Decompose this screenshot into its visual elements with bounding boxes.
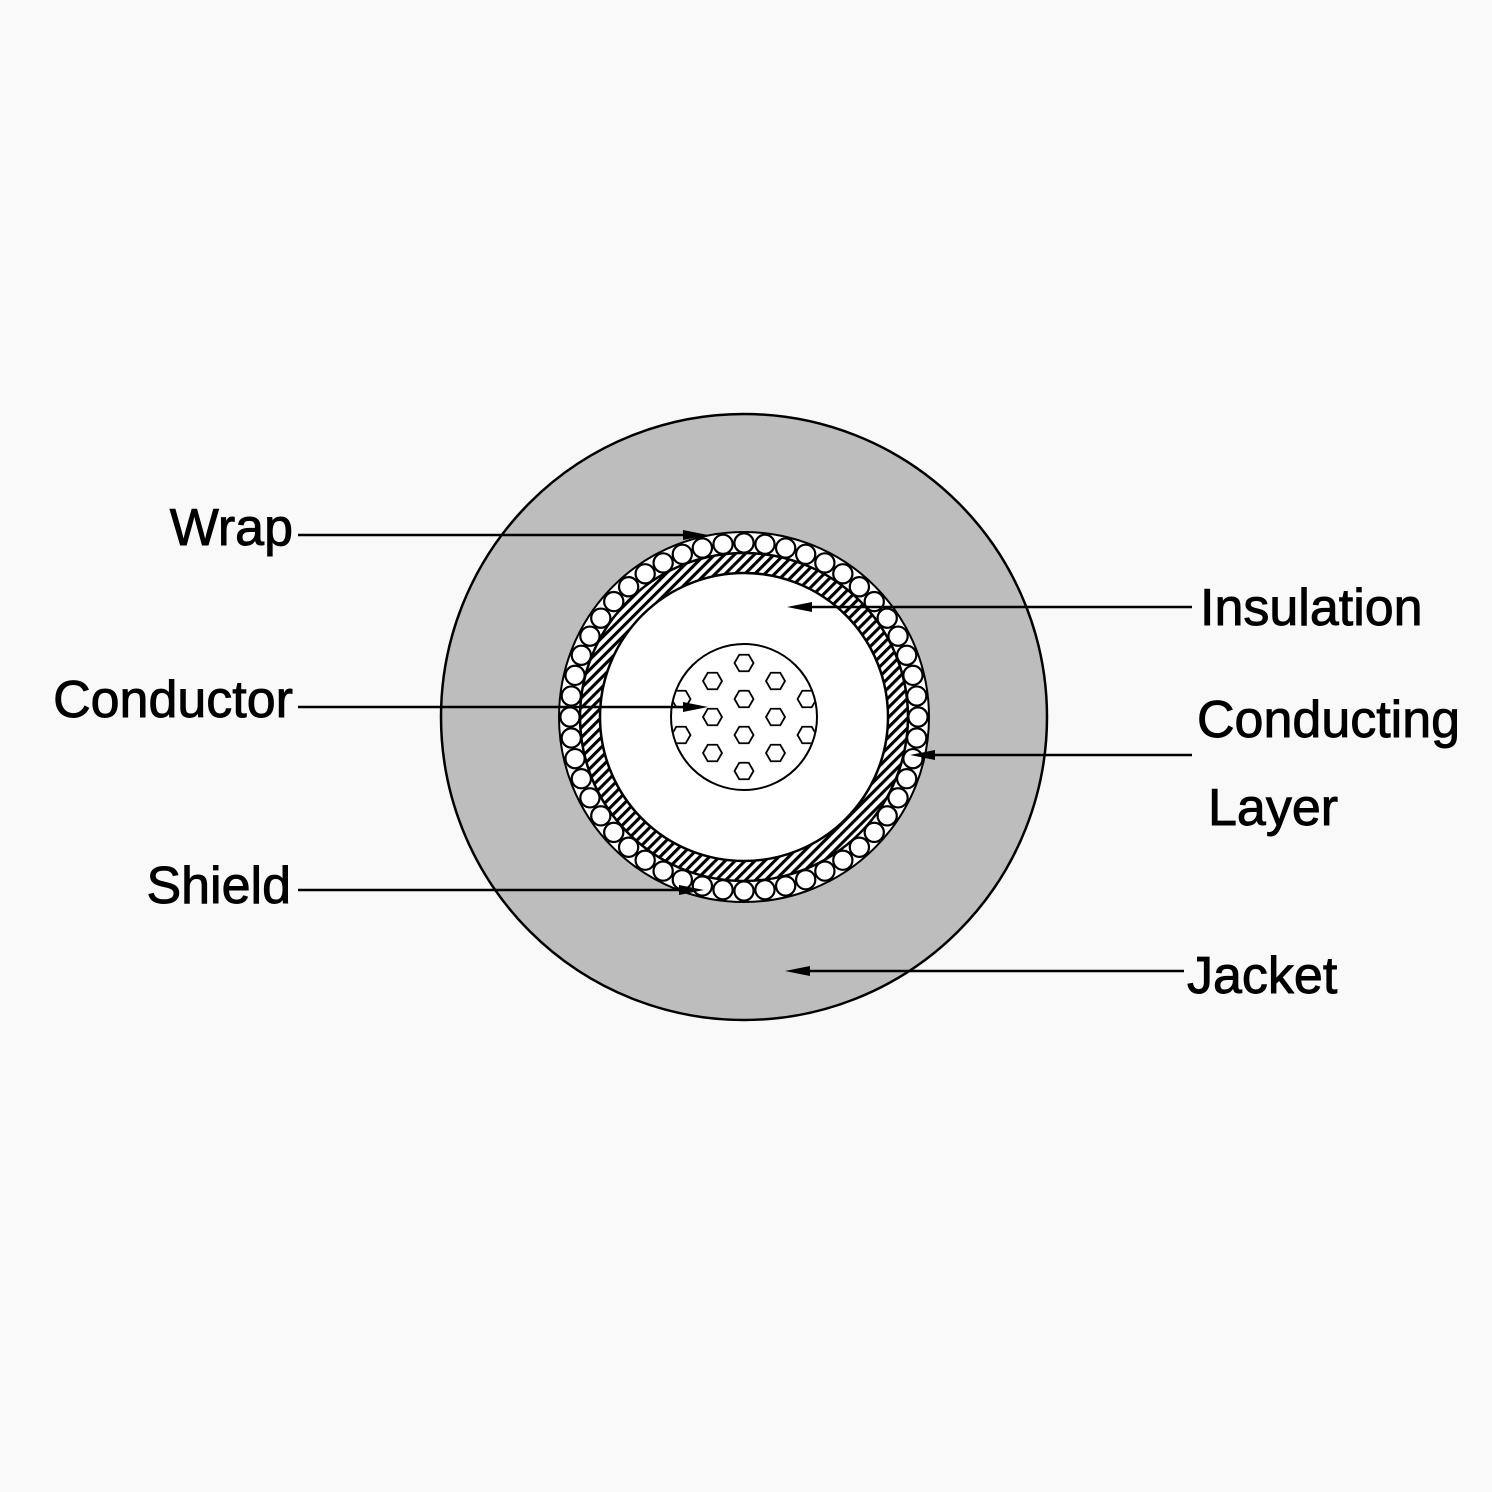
conductor-strand (672, 725, 692, 745)
shield-wire (560, 685, 582, 707)
shield-wire (832, 849, 854, 871)
leader-shield (298, 885, 704, 895)
arrowhead-icon (679, 885, 704, 895)
label-insulation: Insulation (1200, 579, 1423, 637)
shield-wire (907, 706, 929, 728)
shield-wire (564, 747, 586, 770)
shield-wire (560, 727, 582, 749)
shield-wire (848, 836, 871, 858)
shield-wire (832, 563, 854, 585)
leader-conductor (298, 702, 708, 712)
arrowhead-icon (785, 966, 810, 976)
label-jacket: Jacket (1187, 947, 1338, 1005)
shield-wire (570, 768, 593, 790)
conductor-strand (764, 707, 787, 727)
leader-jacket (785, 966, 1184, 976)
shield-wire (590, 607, 612, 629)
shield-wire (902, 664, 924, 687)
shield-wire (895, 644, 918, 667)
shield-wire (774, 875, 797, 897)
conductor-strand (764, 671, 787, 691)
shield-wire (579, 625, 601, 647)
leader-conducting-layer (910, 750, 1192, 760)
leader-wrap (298, 530, 708, 540)
arrowhead-icon (683, 530, 708, 540)
arrowhead-icon (910, 750, 935, 760)
shield-wire (863, 821, 885, 844)
conductor-outline (670, 643, 818, 791)
conductor-strand (701, 707, 724, 727)
shield-wire (691, 537, 714, 559)
shield-wire (887, 787, 909, 809)
conductor-strand (733, 689, 755, 709)
label-conducting-layer-line1: Conducting (1197, 691, 1460, 749)
shield-wire (671, 543, 694, 566)
shield-wire (754, 533, 776, 555)
conductor-strand (733, 761, 755, 781)
shield-wire (876, 607, 898, 629)
shield-wire (564, 664, 586, 687)
shield-wire (906, 685, 928, 707)
shield-wire (902, 747, 924, 770)
shield-wire (733, 532, 755, 554)
shield-wire (691, 875, 714, 897)
arrowhead-icon (683, 702, 708, 712)
label-conducting-layer-line2: Layer (1208, 779, 1338, 837)
shield-wire (559, 706, 581, 728)
shield-wire (876, 805, 898, 827)
shield-wire (634, 849, 656, 871)
shield-wire (774, 537, 797, 559)
shield-wire (652, 552, 674, 574)
label-shield: Shield (146, 857, 291, 915)
conductor-strand (733, 725, 755, 745)
shield-wire (634, 563, 656, 585)
shield-wire (652, 860, 674, 882)
shield-wire (617, 836, 640, 858)
shield-wire (814, 552, 836, 574)
arrowhead-icon (787, 602, 812, 612)
shield-wire (814, 860, 836, 882)
shield-wire (603, 590, 625, 613)
shield-wire (712, 533, 734, 555)
shield-wire (795, 868, 817, 891)
shield-wire (895, 768, 918, 790)
shield-wire (570, 644, 593, 667)
leader-insulation (787, 602, 1192, 612)
shield-wire (603, 821, 625, 844)
label-conductor: Conductor (53, 671, 293, 729)
conductor-strand (733, 653, 755, 673)
shield-wire (795, 543, 817, 566)
shield-wire (590, 805, 612, 827)
conductor-strand (764, 743, 787, 763)
shield-wire (887, 625, 909, 647)
shield-wire (712, 879, 734, 901)
conductor-strand (701, 743, 724, 763)
shield-wire (906, 727, 928, 749)
label-wrap: Wrap (170, 499, 293, 557)
shield-wire (754, 879, 776, 901)
shield-wire (579, 787, 601, 809)
shield-wire (848, 576, 871, 598)
shield-wire (733, 880, 755, 902)
shield-wire (617, 576, 640, 598)
conductor-strand (701, 671, 724, 691)
